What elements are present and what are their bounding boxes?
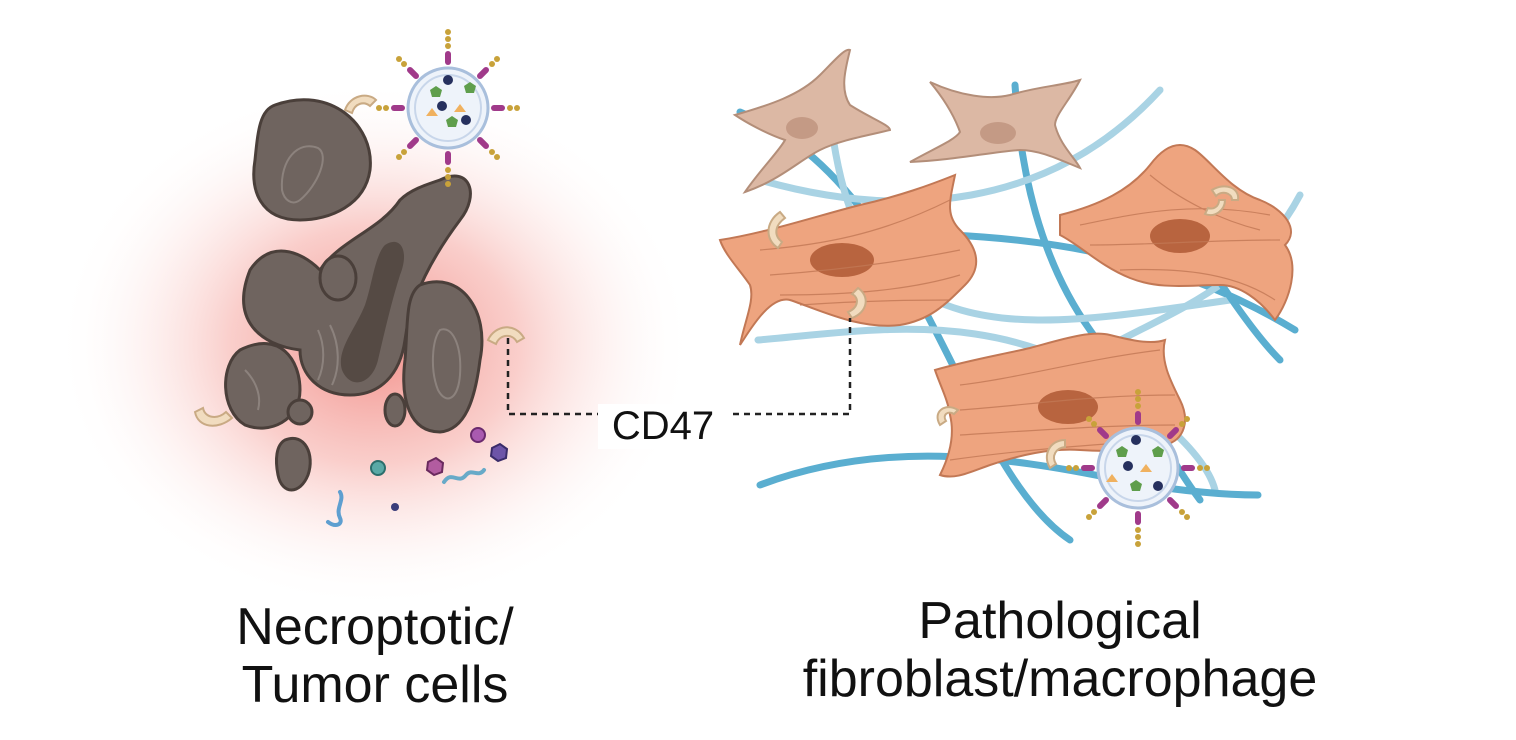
cd47-ligand-icons-left: [193, 94, 526, 427]
caption-left-line2: Tumor cells: [241, 656, 509, 715]
cd47-ligand-icons-right: [767, 185, 1240, 470]
macrophage-cells: [732, 48, 1083, 194]
exosome-left: [376, 29, 520, 187]
nucleus-remnant: [340, 241, 405, 383]
mitochondria-remnants: [244, 145, 462, 411]
callout-line-right: [722, 318, 852, 416]
caption-right-line2: fibroblast/macrophage: [802, 650, 1318, 709]
caption-pathological-fibroblast-macrophage: Pathological fibroblast/macrophage: [720, 592, 1400, 708]
necroptotic-cell-fragments: [224, 98, 484, 492]
callout-line-left: [506, 338, 605, 416]
cell-debris: [326, 427, 509, 527]
caption-necroptotic-tumor-cells: Necroptotic/ Tumor cells: [160, 598, 590, 714]
exosome-right: [1066, 389, 1210, 547]
caption-right-line1: Pathological: [918, 592, 1202, 650]
cd47-label: CD47: [598, 404, 728, 449]
caption-left-line1: Necroptotic/: [236, 598, 514, 656]
